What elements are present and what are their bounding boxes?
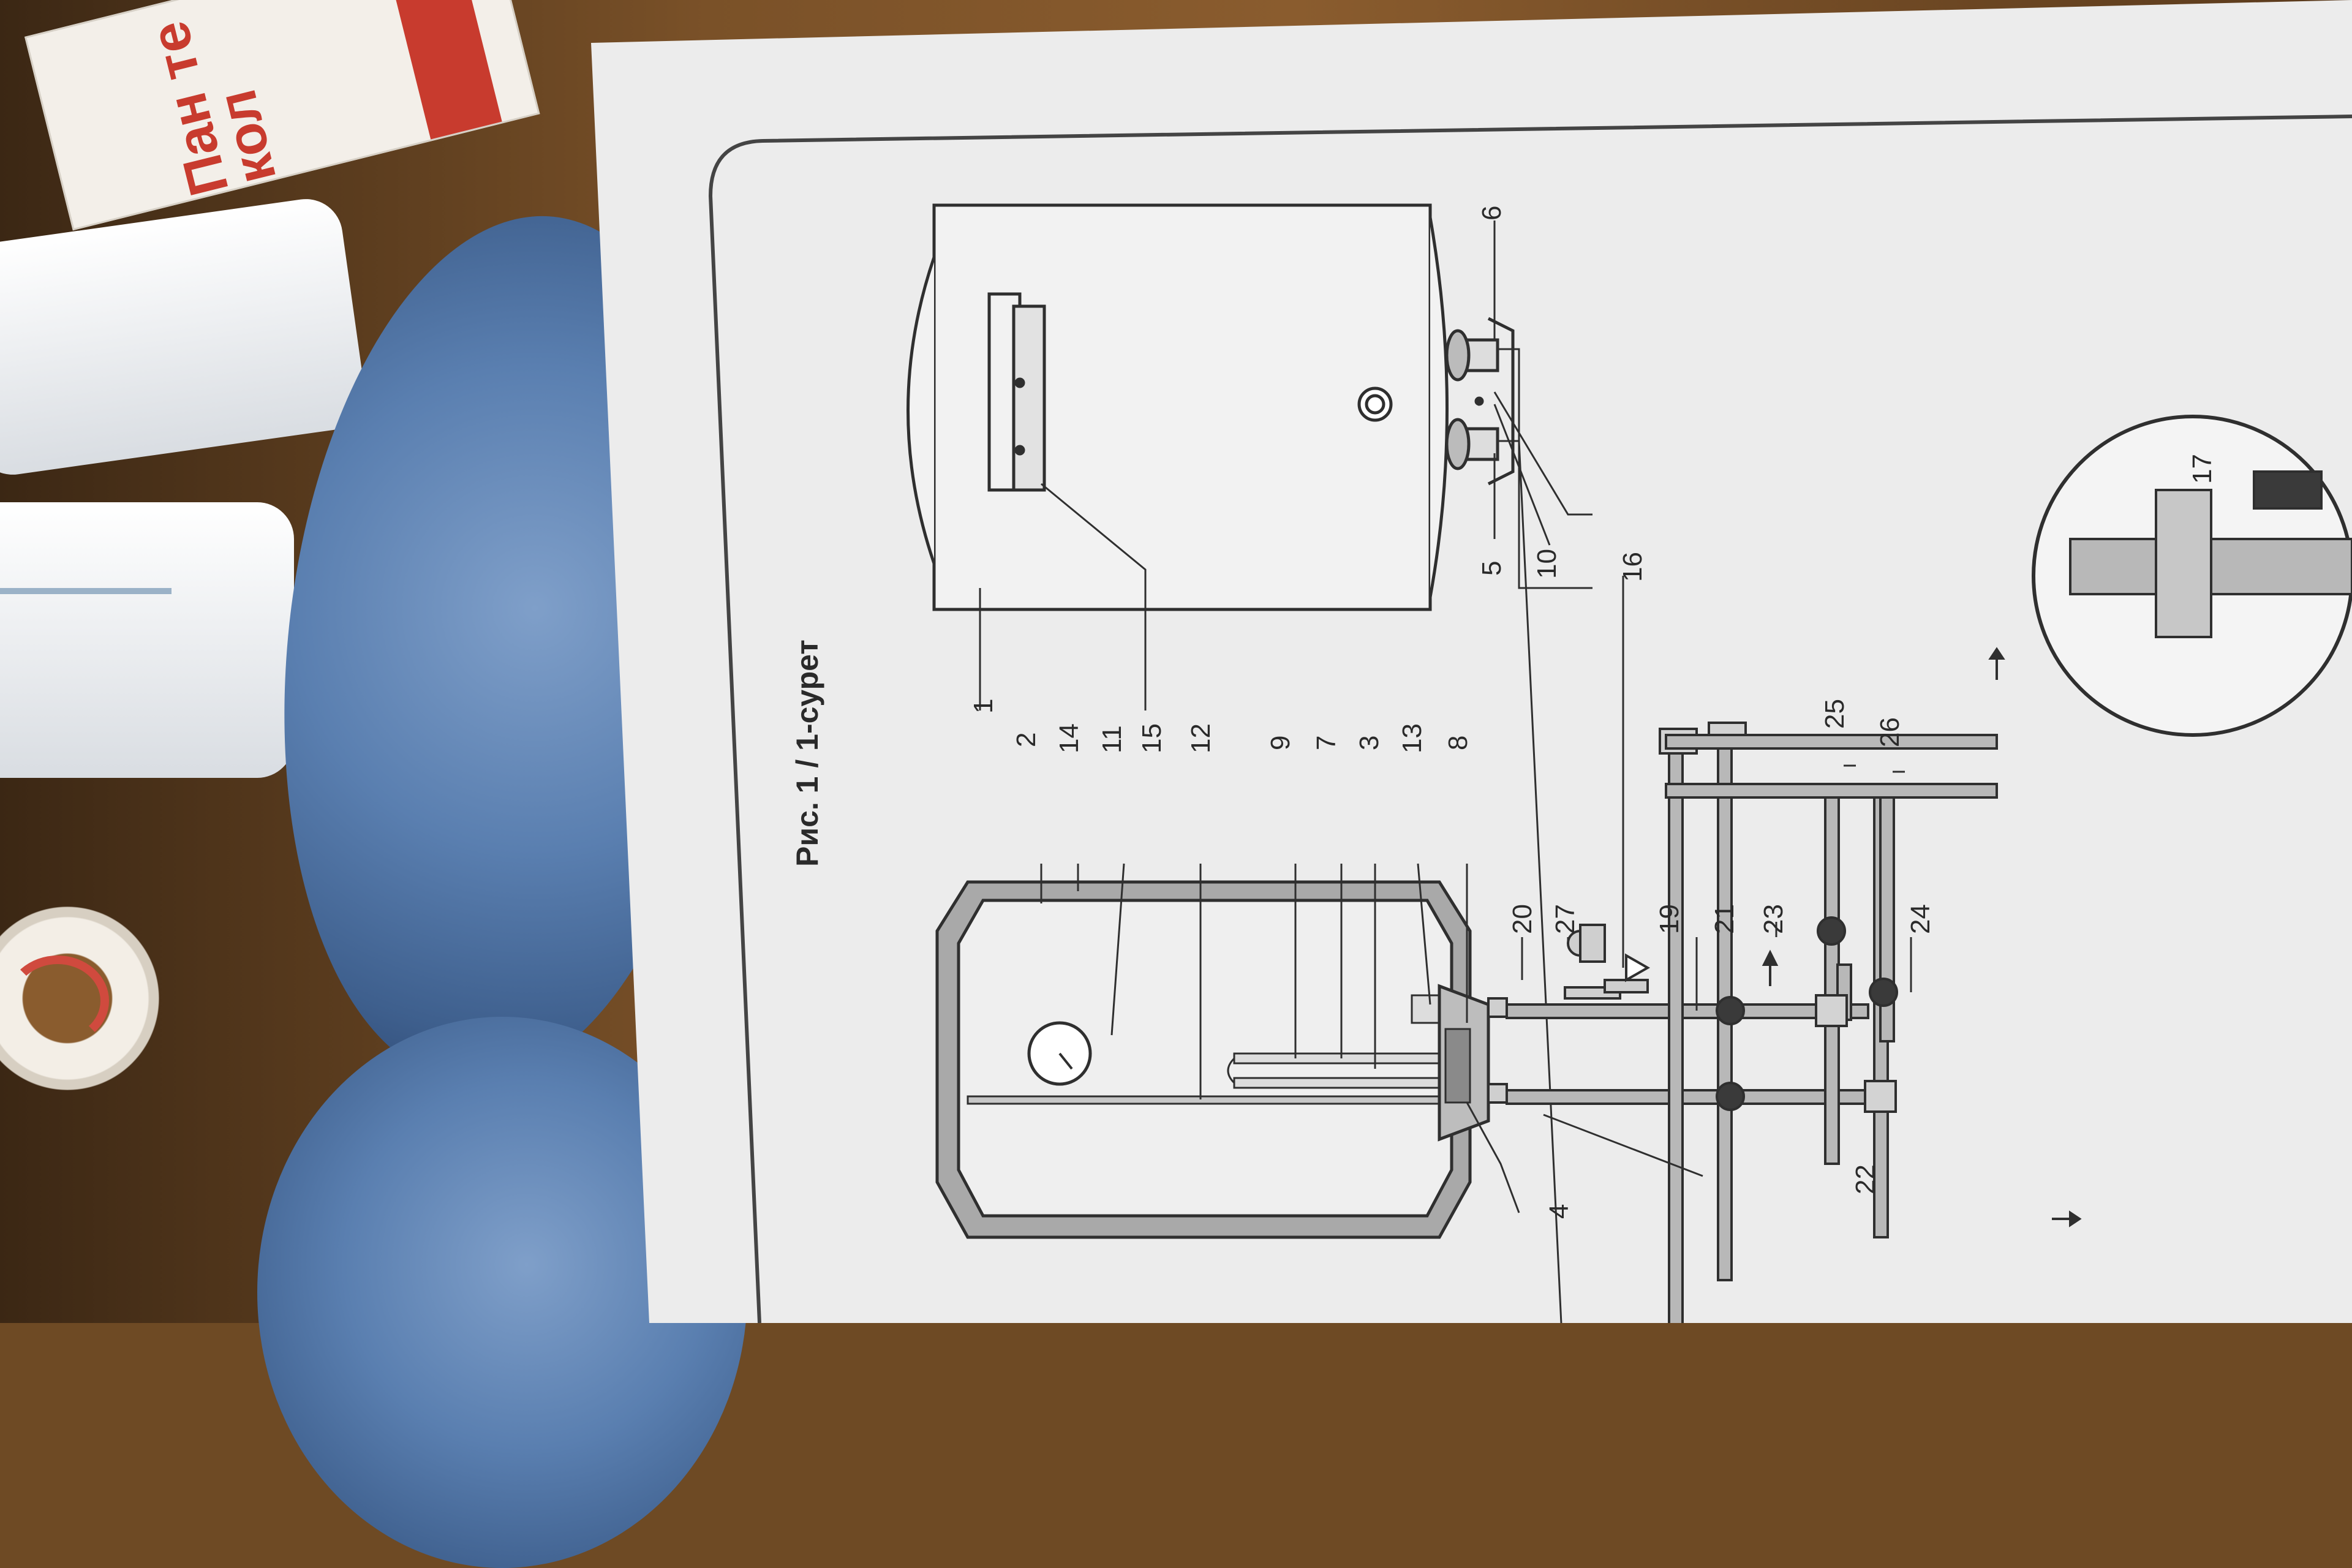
pipe-nipple (1487, 997, 1508, 1018)
t-joint (1815, 994, 1848, 1027)
callout-2: 2 (1011, 733, 1041, 747)
heating-element-top (1233, 1052, 1444, 1065)
callout-1: 1 (968, 699, 998, 714)
thermometer-dial-inner (1365, 394, 1385, 415)
outlet-flange (1445, 418, 1471, 470)
callout-12: 12 (1186, 723, 1216, 753)
callout-25: 25 (1820, 699, 1850, 729)
callout-5: 5 (1477, 561, 1507, 576)
piping-leaders (1521, 576, 1912, 1177)
callout-20: 20 (1507, 904, 1537, 934)
main-vertical-pipe (1668, 734, 1684, 1323)
callout-27: 27 (1550, 904, 1580, 934)
heater-bottom-cap (1428, 217, 1449, 598)
callout-10: 10 (1532, 549, 1562, 579)
callout-24: 24 (1905, 904, 1936, 934)
top-horizontal-pipe (1665, 734, 1998, 750)
tank-cutaway (935, 880, 1490, 1239)
arrow-head (1988, 647, 2005, 660)
callout-23: 23 (1758, 904, 1789, 934)
top-horizontal-pipe (1665, 783, 1998, 799)
indicator-lamp (1474, 396, 1484, 406)
tank-inner (957, 899, 1453, 1218)
pipe-nipple (1487, 1083, 1508, 1104)
bracket-hole (1014, 445, 1025, 456)
cold-water-pipe (1506, 1003, 1869, 1019)
bottle-label-stripe (0, 588, 172, 594)
page-frame (708, 115, 2352, 1323)
arrow-head (2069, 1210, 2082, 1227)
valve-24-handle (1869, 978, 1898, 1007)
valve-22-handle (1716, 1082, 1745, 1111)
bracket-hole (1014, 377, 1025, 388)
callout-19: 19 (1654, 904, 1684, 934)
callout-26: 26 (1875, 717, 1905, 747)
flow-arrows (1762, 647, 2082, 1227)
heater-outside-view (907, 203, 1515, 611)
cutaway-leaders (1040, 863, 1520, 1213)
callout-13: 13 (1397, 723, 1427, 753)
detail-fitting (2155, 489, 2212, 638)
flange-gasket (1444, 1028, 1471, 1104)
t-joint (1864, 1080, 1897, 1113)
inlet-flange (1445, 329, 1471, 382)
anode-rod (967, 1095, 1459, 1105)
valve-21-handle (1716, 996, 1745, 1025)
callout-11: 11 (1097, 725, 1127, 753)
callout-6: 6 (1477, 206, 1507, 221)
mounting-bracket-edge (1012, 304, 1046, 492)
bottom-cover (1487, 317, 1515, 486)
arrow-head (1762, 949, 1779, 966)
manual-page: Рис. 1 / 1-сурет (591, 0, 2352, 1323)
heater-top-cap (907, 257, 936, 564)
thermometer-needle (1058, 1052, 1073, 1070)
callout-14: 14 (1054, 723, 1084, 753)
callout-21: 21 (1709, 904, 1740, 934)
funnel-fitting (1604, 979, 1649, 993)
heating-element-bend (1227, 1057, 1235, 1084)
detail-zoom (2032, 415, 2352, 737)
piping-system (1487, 722, 1998, 1323)
callout-22: 22 (1850, 1164, 1880, 1194)
drain-funnel-19 (1625, 953, 1651, 982)
callout-3: 3 (1354, 736, 1384, 750)
callout-16: 16 (1618, 552, 1648, 582)
callout-4: 4 (1544, 1204, 1574, 1219)
callout-7: 7 (1311, 736, 1341, 750)
white-bottle (0, 502, 294, 778)
callout-8: 8 (1443, 736, 1473, 750)
safety-valve-body (1579, 924, 1606, 963)
heating-element-bottom (1233, 1077, 1444, 1089)
callout-labels: 1 2 14 11 15 12 9 7 3 13 8 20 27 19 21 2… (968, 206, 2217, 1219)
callout-9: 9 (1265, 736, 1295, 750)
callout-17: 17 (2187, 454, 2217, 484)
callout-15: 15 (1137, 723, 1167, 753)
valve-23-handle (1817, 916, 1846, 946)
valves (1567, 916, 1898, 1111)
detail-valve-handle (2253, 470, 2323, 510)
figure-title: Рис. 1 / 1-сурет (790, 639, 824, 867)
